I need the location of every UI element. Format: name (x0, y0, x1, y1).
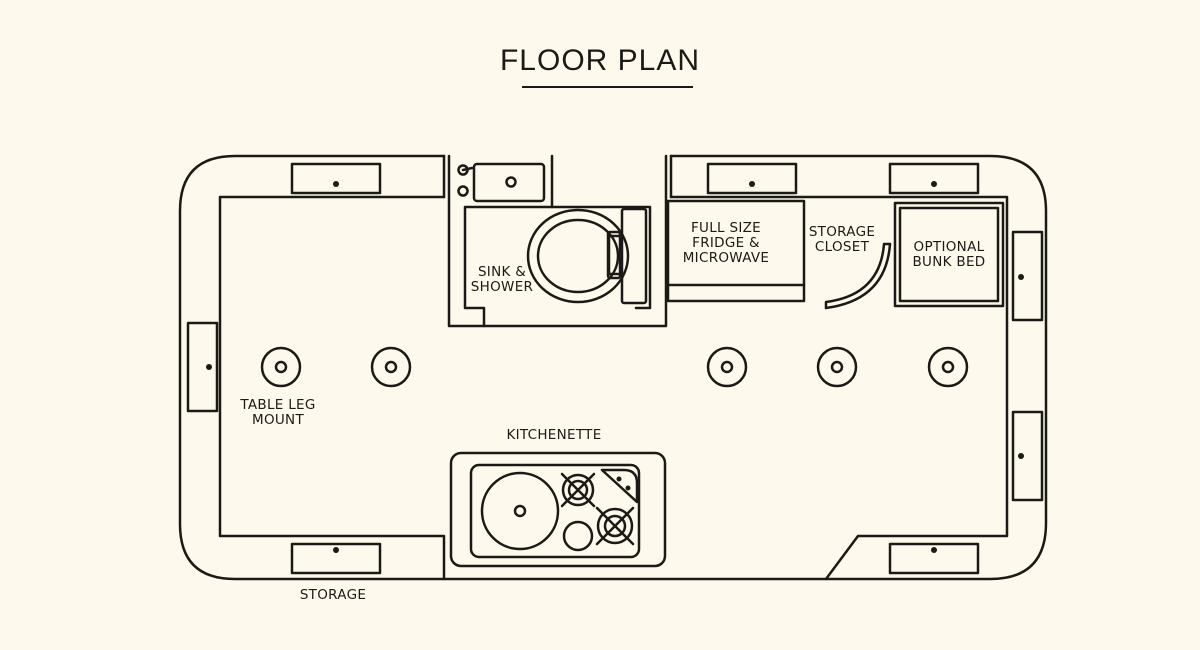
bunk-bed-label-line-1: OPTIONAL (913, 239, 985, 255)
table-leg-label-line-1: TABLE LEG (240, 397, 316, 413)
burner-2-inner (603, 514, 627, 538)
storage-bin-bottom-right (888, 542, 980, 575)
bathroom-label-line-1: SINK & (477, 264, 527, 280)
storage-handle-right-side-bottom (1018, 453, 1024, 459)
fridge-label-line-2: FRIDGE & (692, 235, 760, 251)
table-leg-mount-2-outer (370, 346, 412, 388)
tray-knob-1 (616, 476, 622, 482)
faucet-handle (461, 166, 474, 172)
bunk-bed-label-line-2: BUNK BED (912, 254, 986, 270)
burner-1-grate (560, 472, 596, 508)
table-leg-mount-2-inner (384, 360, 398, 374)
storage-handle-top-right (931, 181, 937, 187)
toilet-tank (620, 207, 648, 305)
storage-handle-top-mid (749, 181, 755, 187)
storage-handle-left-side (206, 364, 212, 370)
toilet-bowl-outer (526, 208, 630, 304)
burner-2-outer (596, 507, 634, 545)
inner-wall-right (669, 195, 1009, 581)
kitchen-sink-basin (480, 471, 560, 551)
table-leg-label: TABLE LEG MOUNT (233, 398, 323, 428)
kitchen-small-basin (562, 520, 594, 552)
storage-bin-top-right (888, 162, 980, 195)
storage-bin-right-side-bottom (1011, 410, 1044, 502)
kitchenette-label: KITCHENETTE (506, 427, 602, 443)
bunk-bed-outer (893, 201, 1005, 308)
toilet-seat-pad (606, 230, 622, 280)
bunk-bed-label: OPTIONAL BUNK BED (904, 240, 994, 270)
toilet-bowl-inner (536, 218, 620, 294)
sink-drain (505, 176, 517, 188)
table-leg-mount-1-outer (260, 346, 302, 388)
table-leg-mount-4-outer (816, 346, 858, 388)
closet-door-arc (824, 242, 892, 310)
closet-door-slab (824, 242, 892, 310)
bathroom-label: SINK & SHOWER (465, 265, 539, 295)
title-underline (522, 86, 693, 88)
page-title: FLOOR PLAN (499, 44, 701, 77)
table-leg-mount-3-outer (706, 346, 748, 388)
storage-handle-top-left (333, 181, 339, 187)
kitchenette-counter (449, 451, 667, 568)
burner-2-grate (595, 506, 635, 546)
kitchenette-top (469, 463, 641, 559)
table-leg-mount-4-inner (830, 360, 844, 374)
storage-handle-bottom-left (333, 547, 339, 553)
fridge-label-line-1: FULL SIZE (690, 220, 761, 236)
fridge-label-line-3: MICROWAVE (682, 250, 770, 266)
storage-bin-top-mid (706, 162, 798, 195)
storage-handle-bottom-right (931, 547, 937, 553)
kitchen-corner-tray (600, 468, 639, 504)
closet-label-line-1: STORAGE (808, 224, 876, 240)
table-leg-mount-3-inner (720, 360, 734, 374)
closet-label: STORAGE CLOSET (804, 225, 880, 255)
storage-bin-bottom-left (290, 542, 382, 575)
table-leg-label-line-2: MOUNT (252, 412, 304, 428)
storage-bin-top-left (290, 162, 382, 195)
bathroom-walls (447, 154, 668, 328)
faucet-bottom (457, 185, 469, 197)
storage-handle-right-side-top (1018, 274, 1024, 280)
storage-bin-right-side-top (1011, 230, 1044, 322)
bathroom-sink (472, 162, 546, 203)
bathroom-inner (463, 205, 652, 328)
storage-label: STORAGE (299, 587, 367, 603)
fridge-block (666, 199, 806, 303)
bathroom-label-line-2: SHOWER (470, 279, 534, 295)
outer-wall (178, 154, 1048, 581)
table-leg-mount-5-outer (927, 346, 969, 388)
kitchen-sink-drain (513, 504, 527, 518)
storage-bin-left-side (186, 321, 219, 413)
fridge-label: FULL SIZE FRIDGE & MICROWAVE (676, 221, 776, 266)
tray-knob-2 (625, 485, 631, 491)
inner-wall (218, 195, 446, 581)
burner-1-outer (561, 473, 595, 507)
bunk-bed-inner (898, 206, 1000, 303)
table-leg-mount-1-inner (274, 360, 288, 374)
closet-label-line-2: CLOSET (814, 239, 870, 255)
burner-1-inner (567, 479, 589, 501)
table-leg-mount-5-inner (941, 360, 955, 374)
